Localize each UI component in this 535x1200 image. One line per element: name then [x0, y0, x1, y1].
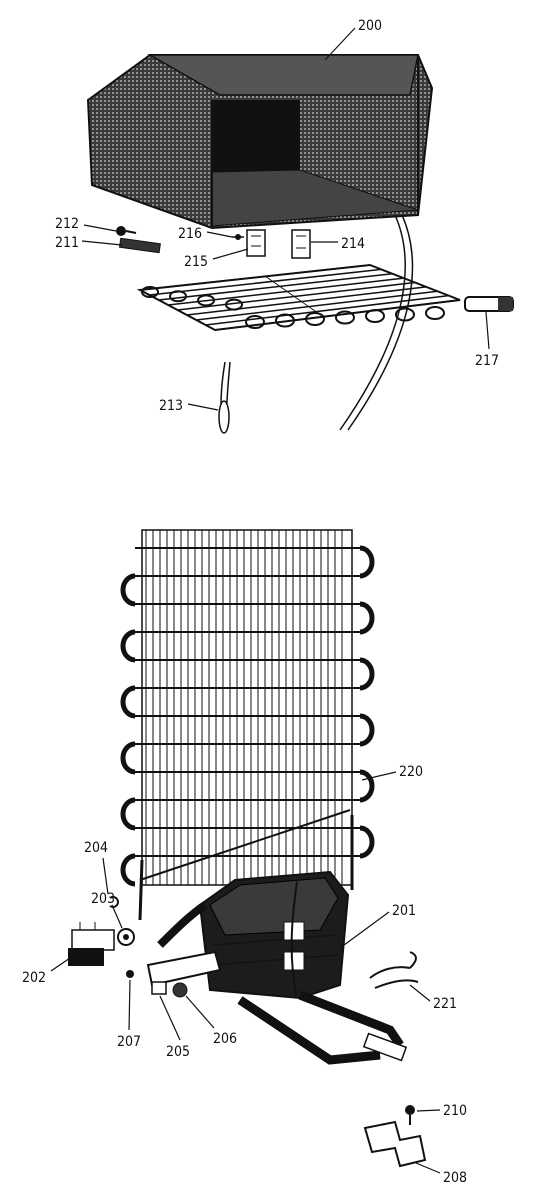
label-212: 212 [55, 216, 79, 232]
bracket-215 [246, 229, 266, 257]
sensor-213 [218, 361, 231, 434]
screw-216 [232, 234, 244, 240]
screw-212 [116, 226, 137, 236]
label-210: 210 [443, 1103, 467, 1119]
freezer-liner-box [86, 54, 434, 431]
label-207: 207 [117, 1034, 141, 1050]
screw-210 [405, 1105, 415, 1125]
overload-203 [117, 928, 135, 946]
bracket-208 [363, 1120, 427, 1168]
label-213: 213 [159, 398, 183, 414]
label-215: 215 [184, 254, 208, 270]
label-200: 200 [358, 18, 382, 34]
cap-205 [151, 981, 167, 995]
label-208: 208 [443, 1170, 467, 1186]
condenser-coil [120, 529, 375, 921]
part-labels: 200 212 211 216 215 214 217 213 220 204 … [22, 18, 499, 1186]
label-220: 220 [399, 764, 423, 780]
bracket-214 [291, 229, 311, 259]
label-221: 221 [433, 996, 457, 1012]
label-211: 211 [55, 235, 79, 251]
label-216: 216 [178, 226, 202, 242]
clip-211 [118, 237, 161, 254]
relay-202 [68, 922, 115, 966]
label-202: 202 [22, 970, 46, 986]
label-201: 201 [392, 903, 416, 919]
grommet-207 [126, 970, 134, 978]
compressor [146, 870, 408, 1065]
label-206: 206 [213, 1031, 237, 1047]
grommet-206 [172, 982, 188, 998]
label-214: 214 [341, 236, 365, 252]
shelf-clip-217 [464, 296, 514, 312]
label-204: 204 [84, 840, 108, 856]
clamp-221 [369, 951, 419, 989]
label-203: 203 [91, 891, 115, 907]
label-205: 205 [166, 1044, 190, 1060]
leader-lines [50, 27, 490, 1174]
evaporator-shelf [136, 263, 461, 332]
label-217: 217 [475, 353, 499, 369]
